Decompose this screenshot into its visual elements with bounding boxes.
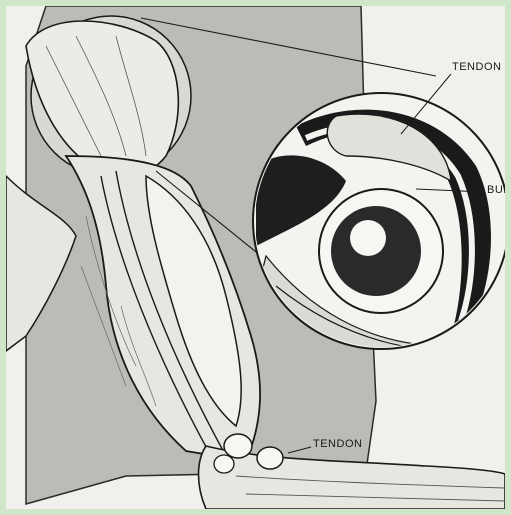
arm-anatomy-illustration — [6, 6, 505, 509]
tendon-top-label: TENDON — [452, 61, 501, 73]
tendon-bottom-label: TENDON — [313, 438, 362, 450]
bursa-label: BUR — [487, 184, 505, 196]
diagram-frame: TENDON BUR TENDON — [6, 6, 505, 509]
